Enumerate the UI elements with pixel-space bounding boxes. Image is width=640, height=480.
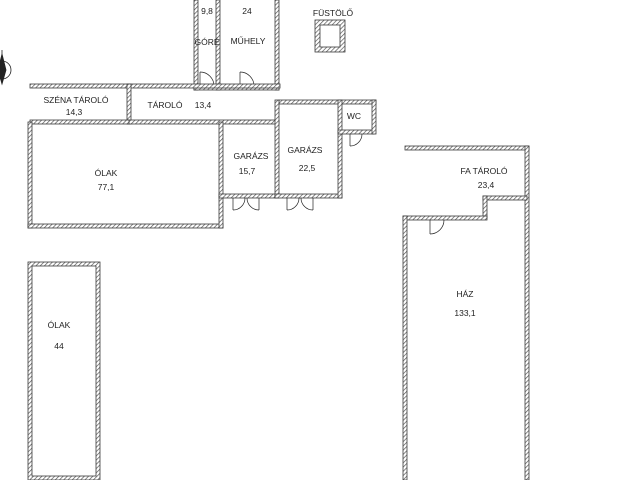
room-area-olak-1: 77,1	[97, 182, 115, 192]
wall-olak-2	[27, 261, 101, 480]
room-area-garazs-1: 15,7	[238, 166, 256, 176]
room-name-wc: WC	[346, 111, 362, 121]
room-area-szena-tarolo: 14,3	[65, 107, 83, 117]
wall-fustolo	[314, 19, 346, 53]
room-name-olak-2: ÓLAK	[47, 320, 71, 330]
room-area-gore: 9,8	[201, 6, 213, 16]
room-name-fa-tarolo: FA TÁROLÓ	[460, 166, 508, 176]
room-area-fa-tarolo: 23,4	[477, 180, 495, 190]
room-name-garazs-1: GARÁZS	[233, 151, 269, 161]
wall-barn	[27, 83, 377, 229]
room-area-garazs-2: 22,5	[298, 163, 316, 173]
room-name-tarolo: TÁROLÓ	[147, 100, 183, 110]
wall-haz	[402, 145, 530, 480]
room-name-garazs-2: GARÁZS	[287, 145, 323, 155]
room-area-tarolo: 13,4	[194, 100, 212, 110]
doors-garage	[232, 133, 363, 211]
room-area-muhely: 24	[242, 6, 252, 16]
room-name-muhely: MŰHELY	[230, 36, 266, 46]
room-name-szena-tarolo: SZÉNA TÁROLÓ	[43, 95, 109, 105]
door-haz	[429, 219, 445, 235]
compass-north-icon	[0, 50, 12, 86]
room-area-olak-2: 44	[54, 341, 64, 351]
room-name-haz: HÁZ	[456, 289, 474, 299]
room-area-haz: 133,1	[454, 308, 476, 318]
room-name-gore: GÓRÉ	[194, 37, 220, 47]
room-name-olak-1: ÓLAK	[94, 168, 118, 178]
room-name-fustolo: FÜSTÖLŐ	[312, 8, 354, 18]
